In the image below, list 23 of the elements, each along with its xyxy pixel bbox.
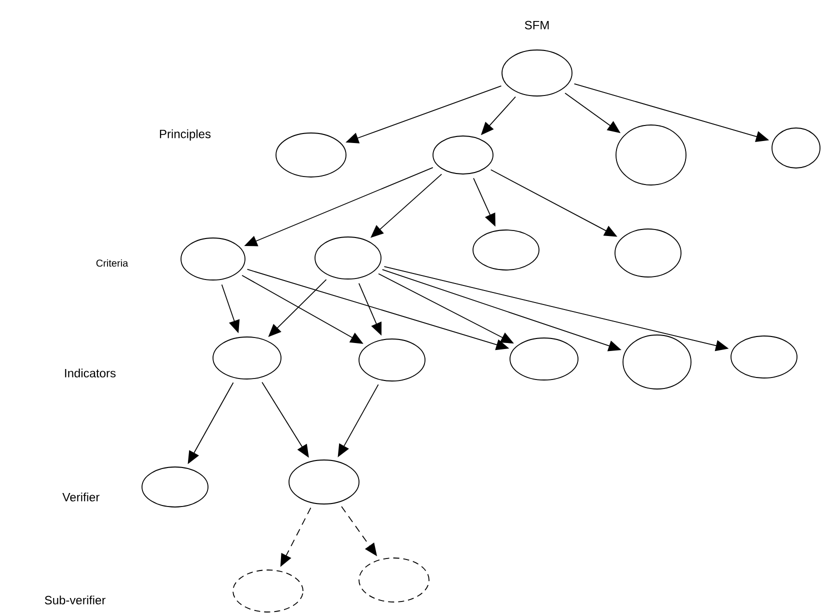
level-label: Verifier bbox=[62, 492, 100, 502]
ellipse bbox=[432, 136, 494, 174]
node-label: SFM bbox=[524, 20, 549, 30]
ellipse bbox=[142, 466, 208, 508]
ellipse bbox=[510, 338, 578, 380]
ellipse bbox=[232, 570, 304, 612]
ellipse bbox=[276, 132, 346, 178]
ellipse bbox=[472, 230, 540, 270]
ellipse bbox=[614, 228, 682, 278]
ellipse bbox=[180, 238, 246, 280]
ellipse bbox=[772, 128, 820, 168]
ellipse bbox=[212, 336, 282, 380]
ellipse bbox=[358, 558, 430, 602]
ellipse bbox=[314, 236, 382, 280]
level-label: Principles bbox=[160, 129, 211, 141]
ellipse bbox=[616, 124, 686, 186]
ellipse bbox=[730, 336, 798, 378]
ellipse bbox=[358, 338, 426, 382]
ellipse bbox=[288, 460, 360, 504]
ellipse bbox=[622, 334, 692, 390]
level-label: Criteria bbox=[96, 259, 128, 267]
level-label: Sub-verifier bbox=[44, 596, 106, 604]
level-label: Indicators bbox=[65, 368, 116, 378]
